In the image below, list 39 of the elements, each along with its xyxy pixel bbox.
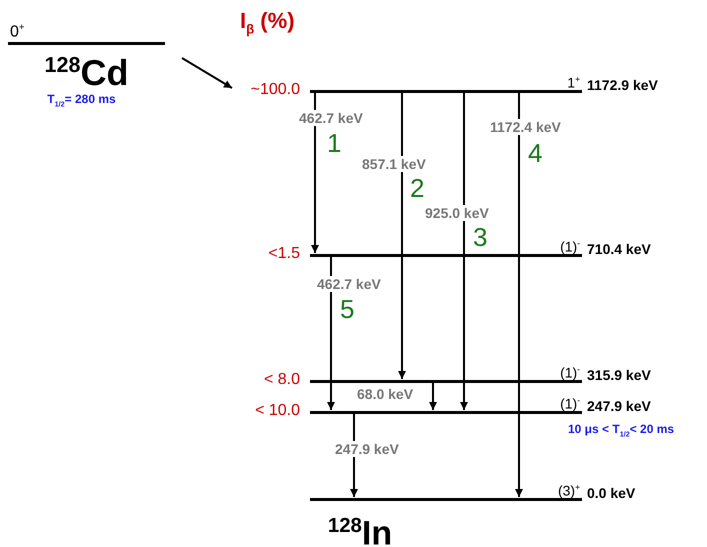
half-life-label: T$_{1/2}$= 280 ms <box>46 92 117 108</box>
transition-number: 3 <box>473 224 488 250</box>
energy-label: 247.9 keV <box>587 398 651 414</box>
axis-heading: I$_{β}$ (%) <box>240 8 295 36</box>
nucleus-label: $^{128}$In <box>326 513 394 547</box>
spin-label: 0$^{+}$ <box>10 21 25 40</box>
energy-label: 315.9 keV <box>587 367 651 383</box>
energy-label: 0.0 keV <box>587 485 636 501</box>
transition-energy-label: 462.7 keV <box>298 110 364 126</box>
intensity-value: < 10.0 <box>255 402 300 420</box>
transition-energy-label: 925.0 keV <box>424 205 490 221</box>
transition-arrow <box>515 93 523 497</box>
half-life-label: 10 μs < T$_{1/2}$< 20 ms <box>568 422 674 438</box>
spin-label: (3)$^{+}$ <box>558 481 580 499</box>
transition-number: 5 <box>340 296 354 322</box>
spin-label: (1)$^{-}$ <box>560 363 580 381</box>
transition-number: 2 <box>410 175 424 201</box>
spin-label: 1$^{+}$ <box>567 73 580 91</box>
intensity-value: < 8.0 <box>264 371 300 389</box>
energy-label: 710.4 keV <box>587 241 651 257</box>
transition-arrow <box>460 93 468 410</box>
decay-arrow <box>181 57 233 89</box>
energy-label: 1172.9 keV <box>587 77 658 93</box>
transition-arrow <box>429 383 437 410</box>
transition-energy-label: 247.9 keV <box>334 441 400 457</box>
transition-energy-label: 1172.4 keV <box>489 119 562 135</box>
transition-energy-label: 462.7 keV <box>316 276 382 292</box>
nucleus-label: $^{128}$Cd <box>43 51 130 92</box>
spin-label: (1)$^{-}$ <box>560 394 580 412</box>
intensity-value: <1.5 <box>268 245 300 263</box>
transition-energy-label: 68.0 keV <box>356 386 414 402</box>
transition-energy-label: 857.1 keV <box>361 156 427 172</box>
transition-number: 1 <box>327 130 342 156</box>
transition-arrow <box>398 93 406 379</box>
intensity-value: ~100.0 <box>250 81 300 99</box>
transition-arrow <box>311 93 319 253</box>
spin-label: (1)$^{-}$ <box>560 237 580 255</box>
transition-arrow <box>327 257 335 410</box>
transition-number: 4 <box>528 140 542 166</box>
